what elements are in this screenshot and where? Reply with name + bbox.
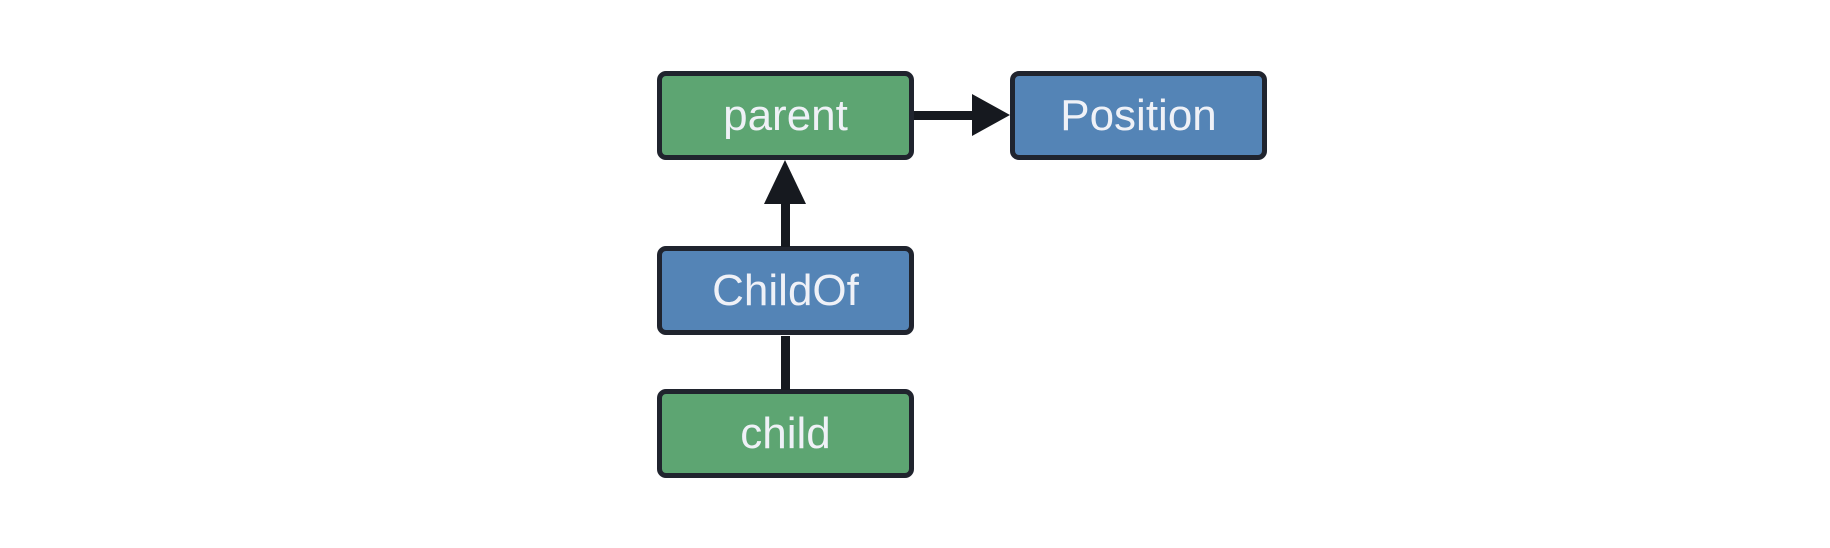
edge-child-childof-line — [781, 336, 790, 390]
node-parent-label: parent — [723, 90, 848, 140]
node-child-label: child — [740, 408, 831, 458]
edge-childof-parent-line — [781, 201, 790, 247]
arrowhead-up-icon — [764, 160, 806, 204]
edge-parent-position-line — [914, 111, 974, 120]
node-childof-label: ChildOf — [712, 265, 859, 315]
node-childof: ChildOf — [657, 246, 914, 335]
node-position-label: Position — [1060, 90, 1217, 140]
node-parent: parent — [657, 71, 914, 160]
arrowhead-right-icon — [972, 94, 1010, 136]
node-position: Position — [1010, 71, 1267, 160]
node-child: child — [657, 389, 914, 478]
